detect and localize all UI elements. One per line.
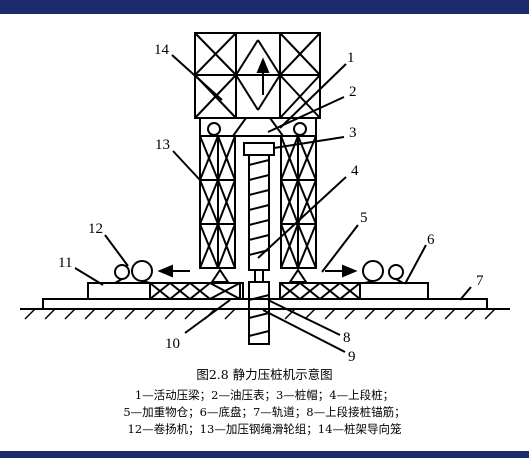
legend-line-1: 1—活动压梁；2—油压表；3—桩帽；4—上段桩； [134, 388, 395, 402]
label-13: 13 [155, 137, 170, 153]
label-4: 4 [351, 163, 359, 179]
press-beam [199, 117, 317, 137]
label-2: 2 [349, 84, 357, 100]
upper-pile [248, 154, 270, 271]
label-6: 6 [427, 232, 435, 248]
label-14: 14 [154, 42, 170, 58]
legend-line-3: 12—卷扬机；13—加压钢绳滑轮组；14—桩架导向笼 [127, 422, 402, 436]
bottom-border [0, 451, 529, 458]
figure-caption: 图2.8 静力压桩机示意图 [196, 367, 333, 382]
legend-line-2: 5—加重物仓；6—底盘；7—轨道；8—上段接桩锚筋； [123, 405, 406, 419]
label-3: 3 [349, 125, 357, 141]
label-7: 7 [476, 273, 484, 289]
label-5: 5 [360, 210, 368, 226]
label-11: 11 [58, 255, 72, 271]
label-9: 9 [348, 349, 356, 365]
label-10: 10 [165, 336, 180, 352]
label-1: 1 [347, 50, 355, 66]
top-border [0, 0, 529, 14]
label-12: 12 [88, 221, 103, 237]
label-8: 8 [343, 330, 351, 346]
